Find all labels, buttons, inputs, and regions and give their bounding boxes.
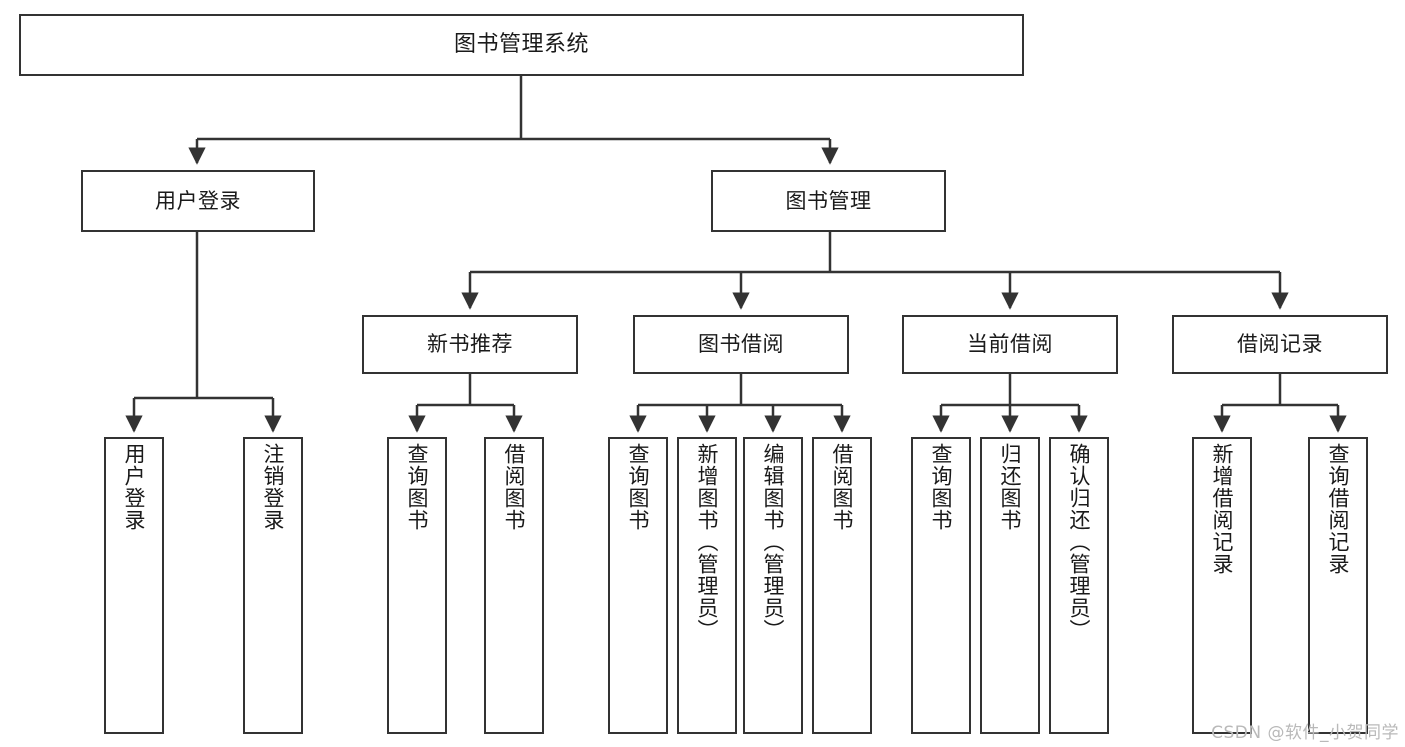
node-leaf-query-book-3-label: 查询图书 <box>929 443 954 531</box>
node-leaf-edit-book[interactable]: 编辑图书（管理员） <box>743 437 803 734</box>
node-root-label: 图书管理系统 <box>453 32 589 58</box>
node-leaf-borrow-book-2[interactable]: 借阅图书 <box>812 437 872 734</box>
node-leaf-add-book-label: 新增图书（管理员） <box>695 443 720 641</box>
node-leaf-borrow-book-1-label: 借阅图书 <box>502 443 527 531</box>
node-new-book-rec-label: 新书推荐 <box>427 332 513 357</box>
node-new-book-rec[interactable]: 新书推荐 <box>362 315 578 374</box>
node-leaf-return-book[interactable]: 归还图书 <box>980 437 1040 734</box>
node-leaf-add-record-label: 新增借阅记录 <box>1210 443 1235 575</box>
node-borrow-record-label: 借阅记录 <box>1237 332 1323 357</box>
node-leaf-borrow-book-2-label: 借阅图书 <box>830 443 855 531</box>
node-leaf-logout-login-label: 注销登录 <box>261 443 286 531</box>
node-leaf-logout-login[interactable]: 注销登录 <box>243 437 303 734</box>
node-leaf-query-book-1-label: 查询图书 <box>405 443 430 531</box>
node-leaf-query-record[interactable]: 查询借阅记录 <box>1308 437 1368 734</box>
node-leaf-confirm-return[interactable]: 确认归还（管理员） <box>1049 437 1109 734</box>
node-current-borrow-label: 当前借阅 <box>967 332 1053 357</box>
node-leaf-add-book[interactable]: 新增图书（管理员） <box>677 437 737 734</box>
node-leaf-add-record[interactable]: 新增借阅记录 <box>1192 437 1252 734</box>
node-leaf-query-record-label: 查询借阅记录 <box>1326 443 1351 575</box>
node-leaf-borrow-book-1[interactable]: 借阅图书 <box>484 437 544 734</box>
node-leaf-query-book-3[interactable]: 查询图书 <box>911 437 971 734</box>
watermark: CSDN @软件_小贺同学 <box>1211 723 1399 743</box>
node-user-login-label: 用户登录 <box>155 188 241 213</box>
node-book-borrow[interactable]: 图书借阅 <box>633 315 849 374</box>
node-root[interactable]: 图书管理系统 <box>19 14 1024 76</box>
node-leaf-query-book-2[interactable]: 查询图书 <box>608 437 668 734</box>
node-leaf-return-book-label: 归还图书 <box>998 443 1023 531</box>
node-leaf-user-login-label: 用户登录 <box>122 443 147 531</box>
node-leaf-edit-book-label: 编辑图书（管理员） <box>761 443 786 641</box>
node-book-manage[interactable]: 图书管理 <box>711 170 946 232</box>
node-current-borrow[interactable]: 当前借阅 <box>902 315 1118 374</box>
node-leaf-user-login[interactable]: 用户登录 <box>104 437 164 734</box>
node-leaf-query-book-1[interactable]: 查询图书 <box>387 437 447 734</box>
node-book-borrow-label: 图书借阅 <box>698 332 784 357</box>
node-leaf-confirm-return-label: 确认归还（管理员） <box>1067 443 1092 641</box>
node-user-login[interactable]: 用户登录 <box>81 170 315 232</box>
node-book-manage-label: 图书管理 <box>785 188 872 213</box>
node-borrow-record[interactable]: 借阅记录 <box>1172 315 1388 374</box>
node-leaf-query-book-2-label: 查询图书 <box>626 443 651 531</box>
